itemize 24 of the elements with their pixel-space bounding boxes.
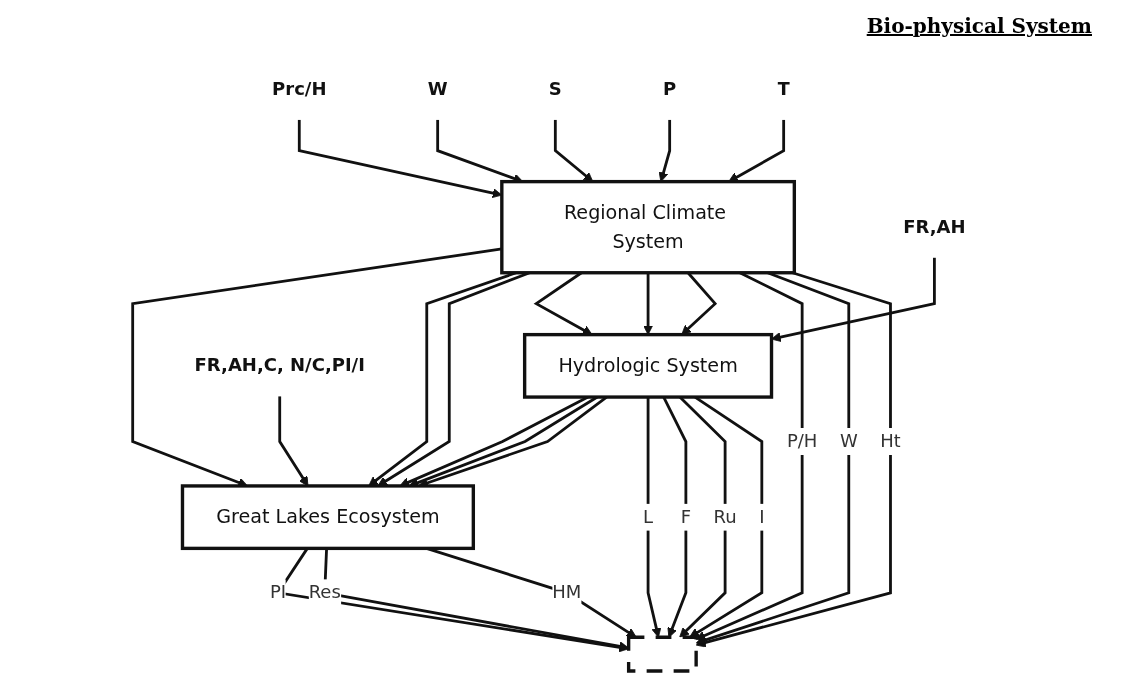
edge-label: PI	[269, 581, 287, 603]
node-text: FR,AH	[903, 215, 966, 238]
edge-label: L	[643, 505, 654, 528]
node-text: Prc/H	[272, 78, 327, 100]
edge-label: F	[680, 505, 692, 528]
edge-label: Ht	[880, 430, 901, 452]
node-box: Hydrologic System	[522, 332, 774, 399]
node-text: P	[663, 78, 677, 100]
edge-label: I	[759, 505, 765, 528]
node-text: T	[777, 78, 790, 100]
diagram-title: Bio-physical System	[866, 14, 1092, 38]
node-text: S	[548, 78, 562, 100]
arrow	[695, 271, 892, 648]
node-text: FR,AH,C, N/C,PI/I	[194, 354, 365, 376]
edge-label: Ru	[713, 505, 737, 528]
edge-label: Res	[308, 581, 341, 603]
node-text: W	[427, 78, 448, 100]
edge-label: P/H	[786, 430, 818, 452]
edge-label: HM	[552, 581, 582, 603]
node-bar	[626, 635, 698, 673]
arrow	[646, 397, 662, 638]
node-box: Great Lakes Ecosystem	[180, 484, 475, 551]
edge-label: W	[839, 430, 858, 452]
node-box: Regional Climate System	[500, 179, 797, 275]
